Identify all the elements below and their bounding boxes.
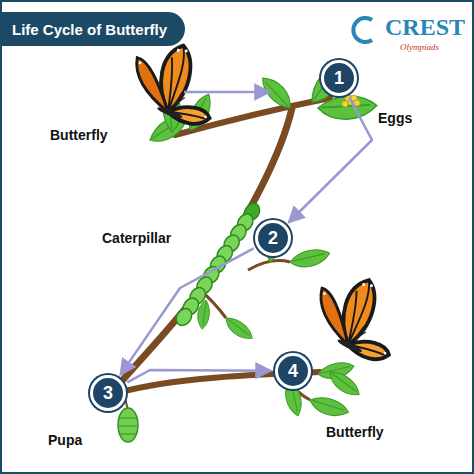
stage-label: Butterfly	[326, 424, 384, 440]
step-circle: 1	[321, 60, 357, 96]
stage-arrow	[289, 97, 372, 222]
logo-text: CREST	[385, 14, 465, 41]
caterpillar-segment	[173, 306, 195, 329]
logo-subtext: Olympiads	[400, 42, 439, 52]
stage-label: Eggs	[378, 110, 412, 126]
stage-label: Pupa	[48, 432, 82, 448]
callout-number: 3	[103, 383, 113, 404]
stage-arrow	[120, 248, 253, 375]
stage-label: Caterpillar	[102, 230, 171, 246]
title-banner: Life Cycle of Butterfly	[0, 12, 185, 46]
step-circle: 4	[275, 353, 311, 389]
step-circle: 2	[255, 220, 291, 256]
callout-number: 2	[268, 228, 278, 249]
stage-label: Butterfly	[50, 127, 108, 143]
step-circle: 3	[90, 375, 126, 411]
title-text: Life Cycle of Butterfly	[12, 21, 167, 38]
stage-arrow	[127, 370, 271, 382]
callout-number: 1	[334, 68, 344, 89]
callout-number: 4	[288, 361, 298, 382]
